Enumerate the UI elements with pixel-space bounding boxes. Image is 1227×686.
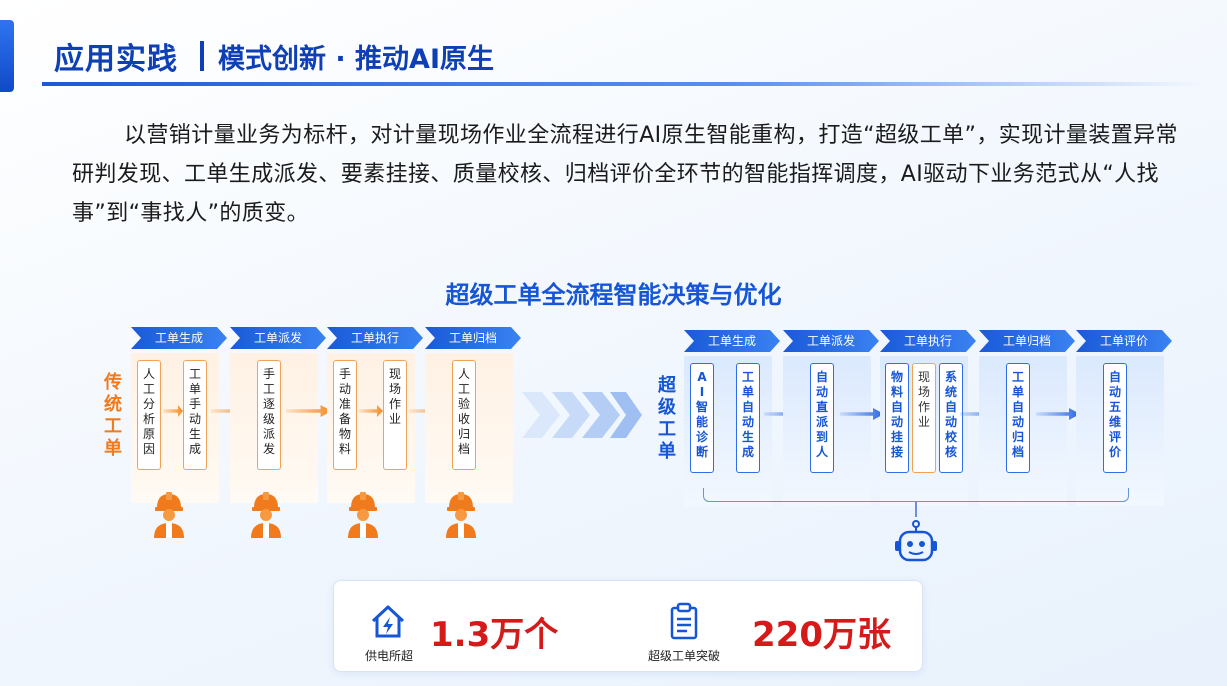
stage-header: 工单归档: [979, 330, 1075, 352]
step-box: 工单自动归档: [1006, 363, 1030, 473]
worker-icon: [446, 492, 476, 538]
title-divider: [200, 41, 204, 71]
step-box: 人工分析原因: [137, 360, 161, 470]
stat-value: 220万张: [752, 615, 891, 655]
stats-panel: 供电所超 1.3万个 超级工单突破 220万张: [333, 580, 923, 672]
page-title: 应用实践: [54, 42, 178, 77]
stage-header: 工单派发: [230, 327, 326, 349]
robot-icon: [895, 520, 937, 562]
left-accent-tab: [0, 20, 14, 92]
stage-header: 工单生成: [131, 327, 227, 349]
intro-paragraph: 以营销计量业务为标杆，对计量现场作业全流程进行AI原生智能重构，打造“超级工单”…: [72, 123, 1178, 226]
worker-icon: [154, 492, 184, 538]
step-box: 现场作业: [912, 363, 936, 473]
header-underline: [42, 82, 1202, 86]
worker-icon: [251, 492, 281, 538]
worker-icon: [348, 492, 378, 538]
stage-header: 工单执行: [327, 327, 423, 349]
step-box: 自动五维评价: [1103, 363, 1127, 473]
diagram-title: 超级工单全流程智能决策与优化: [445, 281, 782, 309]
step-box: 物料自动挂接: [885, 363, 909, 473]
stage-header: 工单归档: [425, 327, 521, 349]
clipboard-icon: [670, 602, 698, 640]
step-box: 系统自动校核: [939, 363, 963, 473]
step-box: 工单自动生成: [736, 363, 760, 473]
super-row-label: 超级工单: [658, 375, 676, 462]
page-header: 应用实践 模式创新 · 推动AI原生: [54, 34, 494, 78]
stat-caption: 超级工单突破: [647, 649, 720, 663]
super-flow-bracket: [703, 488, 1129, 502]
stat-value: 1.3万个: [430, 615, 559, 655]
step-box: 人工验收归档: [452, 360, 476, 470]
stage-header: 工单派发: [783, 330, 879, 352]
stage-header: 工单评价: [1076, 330, 1172, 352]
stat-caption: 供电所超: [364, 649, 413, 663]
house-lightning-icon: [371, 605, 405, 638]
stage-header: 工单执行: [880, 330, 976, 352]
page-subtitle: 模式创新 · 推动AI原生: [218, 43, 494, 75]
step-box: 现场作业: [383, 360, 407, 470]
step-box: 手工逐级派发: [257, 360, 281, 470]
step-box: 手动准备物料: [333, 360, 357, 470]
step-box: 工单手动生成: [183, 360, 207, 470]
step-box: 自动直派到人: [810, 363, 834, 473]
transition-chevron-icon: [522, 392, 642, 438]
step-box: AI智能诊断: [690, 363, 714, 473]
traditional-row-label: 传统工单: [104, 372, 122, 459]
bracket-stem: [915, 501, 917, 517]
stage-header: 工单生成: [684, 330, 780, 352]
